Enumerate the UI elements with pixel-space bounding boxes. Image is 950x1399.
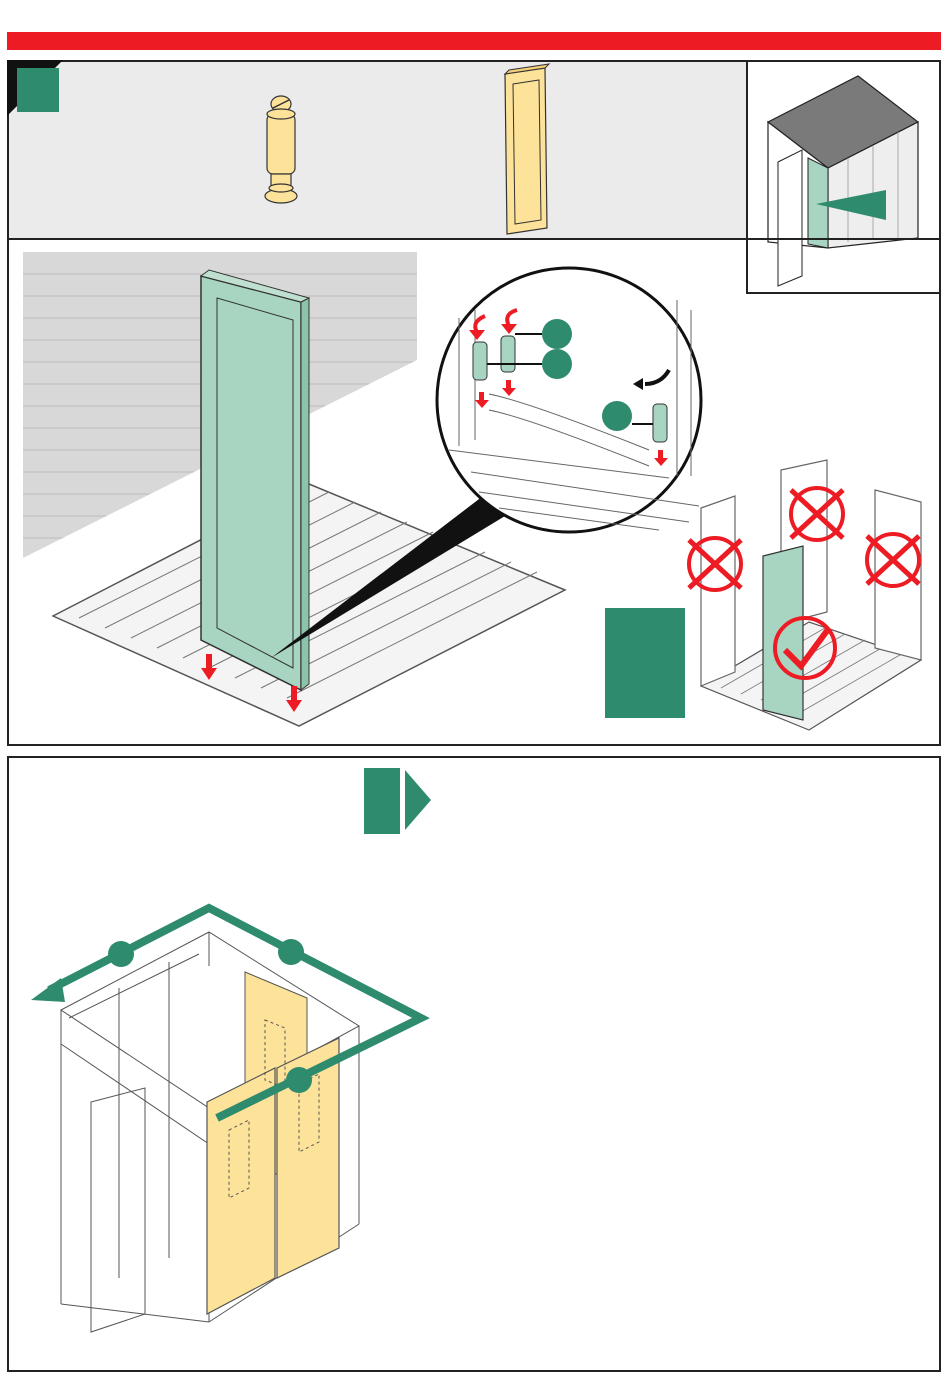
step-label-square: [605, 608, 685, 718]
green-wall-panel: [201, 270, 309, 690]
lower-step-illustration: [9, 758, 943, 1374]
step-number-badge: [7, 60, 63, 116]
main-step-panel: [7, 238, 941, 746]
orientation-diagram: [689, 460, 921, 730]
yellow-rear-panels: [207, 972, 339, 1314]
next-step-arrow-icon: [364, 768, 431, 834]
parts-illustration: [9, 62, 751, 242]
lower-step-panel: [7, 756, 941, 1372]
peg-pin-part: [265, 96, 297, 203]
assembly-path-arrow: [31, 908, 421, 1118]
zoom-detail-circle: [437, 268, 701, 532]
parts-strip: [7, 60, 749, 240]
wall-panel-part: [505, 64, 549, 234]
header-red-bar: [7, 32, 941, 50]
main-step-illustration: [9, 240, 943, 748]
